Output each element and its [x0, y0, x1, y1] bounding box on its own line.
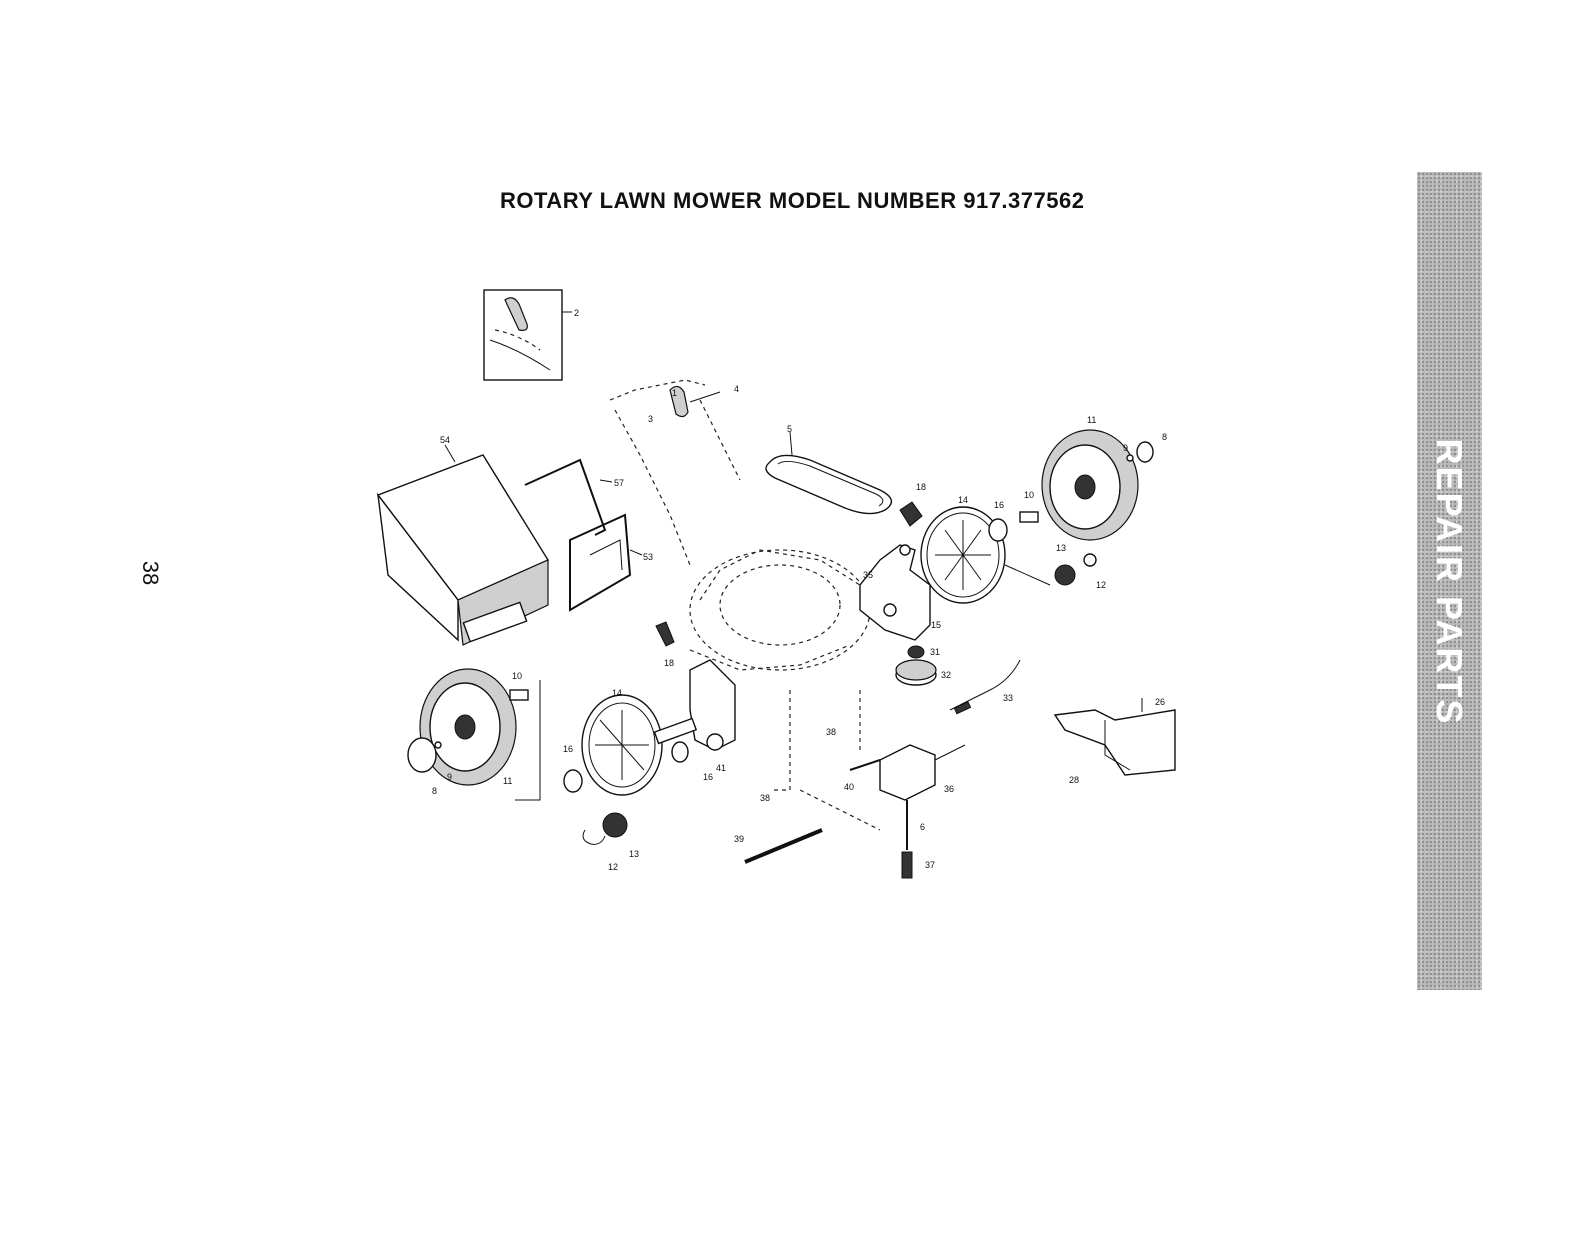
callout-41: 41 — [716, 763, 726, 773]
callout-8-left: 8 — [432, 786, 437, 796]
callout-18-right: 18 — [916, 482, 926, 492]
part-12-13-gears — [583, 554, 1096, 844]
callout-39: 39 — [734, 834, 744, 844]
part-14-pulley-left — [582, 695, 662, 795]
callout-13-right: 13 — [1056, 543, 1066, 553]
callout-3: 3 — [648, 414, 653, 424]
callout-32: 32 — [941, 670, 951, 680]
part-41-bracket — [654, 660, 735, 750]
callout-57: 57 — [614, 478, 624, 488]
part-11-wheel-left — [420, 669, 516, 785]
callout-16-center: 16 — [703, 772, 713, 782]
callout-40: 40 — [844, 782, 854, 792]
callout-12-left: 12 — [608, 862, 618, 872]
callout-9-right: 9 — [1123, 443, 1128, 453]
callout-4: 4 — [734, 384, 739, 394]
callout-31: 31 — [930, 647, 940, 657]
callout-16-left: 16 — [563, 744, 573, 754]
callout-26: 26 — [1155, 697, 1165, 707]
part-2-control-inset — [484, 290, 572, 380]
callout-33: 33 — [1003, 693, 1013, 703]
callout-16-right: 16 — [994, 500, 1004, 510]
callout-38-lower: 38 — [760, 793, 770, 803]
callout-37: 37 — [925, 860, 935, 870]
callout-36: 36 — [944, 784, 954, 794]
callout-14-left: 14 — [612, 688, 622, 698]
part-5-belt — [766, 432, 891, 514]
callout-53: 53 — [643, 552, 653, 562]
part-35-bracket — [860, 545, 930, 640]
part-28-rear-flap — [1055, 698, 1175, 775]
callout-9-left: 9 — [447, 772, 452, 782]
callout-5: 5 — [787, 424, 792, 434]
callout-8-right: 8 — [1162, 432, 1167, 442]
callout-10-right: 10 — [1024, 490, 1034, 500]
part-54-grass-bag — [378, 445, 548, 645]
callout-11-right: 11 — [1087, 415, 1096, 425]
part-6-37-shaft — [902, 800, 912, 878]
callout-28: 28 — [1069, 775, 1079, 785]
callout-14-right: 14 — [958, 495, 968, 505]
callout-13-left: 13 — [629, 849, 639, 859]
callout-11-left: 11 — [503, 776, 512, 786]
callout-18-left: 18 — [664, 658, 674, 668]
callout-2: 2 — [574, 308, 579, 318]
part-1-upper-handle — [610, 380, 740, 565]
leader-lines — [515, 565, 1050, 830]
part-33-cable — [950, 660, 1020, 714]
part-39-axle — [745, 830, 822, 862]
callout-15: 15 — [931, 620, 941, 630]
callout-54: 54 — [440, 435, 450, 445]
callout-6: 6 — [920, 822, 925, 832]
callout-10-left: 10 — [512, 671, 522, 681]
mower-deck-dashed — [690, 550, 870, 670]
callout-38-upper: 38 — [826, 727, 836, 737]
callout-12-right: 12 — [1096, 580, 1106, 590]
callout-35: 35 — [863, 570, 873, 580]
callout-1: 1 — [672, 388, 677, 398]
